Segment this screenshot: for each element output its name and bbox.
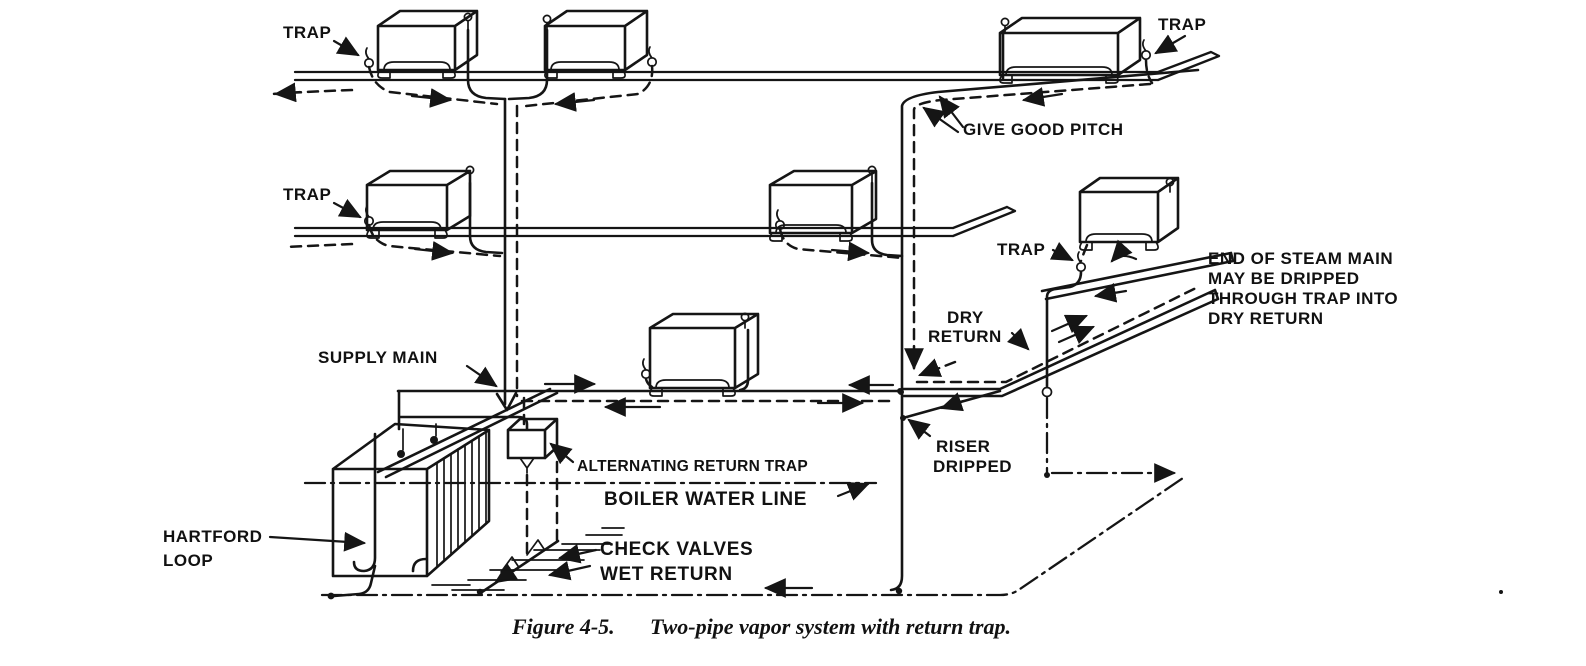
label-arrow — [1154, 34, 1187, 55]
radiator — [998, 16, 1142, 84]
label-arrow — [557, 544, 598, 564]
label-arrow — [547, 560, 592, 581]
supply-main-label: SUPPLY MAIN — [318, 348, 438, 367]
radiator-runout-pipe — [644, 328, 750, 392]
boiler-water-line-label: BOILER WATER LINE — [604, 489, 807, 510]
label-arrow — [907, 418, 932, 440]
end-of-main-drip-pipe — [1040, 239, 1235, 483]
give-good-pitch-label: GIVE GOOD PITCH — [963, 120, 1124, 139]
caption-figure-number: Figure 4-5. — [511, 614, 615, 639]
radiator — [648, 312, 760, 397]
dry-return-pipe — [898, 282, 1220, 421]
dry-return-label: RETURN — [928, 327, 1002, 346]
end-of-steam-main-note: END OF STEAM MAIN — [1208, 249, 1393, 268]
end-of-steam-main-note: MAY BE DRIPPED — [1208, 269, 1360, 288]
end-of-steam-main-note: DRY RETURN — [1208, 309, 1324, 328]
scan-speck — [1499, 590, 1503, 594]
label-arrow — [1049, 242, 1074, 262]
caption: Figure 4-5. Two-pipe vapor system with r… — [511, 614, 1011, 639]
trap-label: TRAP — [283, 185, 331, 204]
wet-return-label: WET RETURN — [600, 564, 733, 585]
riser-pipe — [283, 181, 905, 262]
riser-dripped-label: DRIPPED — [933, 457, 1012, 476]
trap-label: TRAP — [997, 240, 1045, 259]
label-arrow — [922, 106, 960, 134]
hartford-loop-label: LOOP — [163, 551, 213, 570]
label-arrow — [332, 36, 360, 57]
label-arrow — [465, 364, 498, 388]
riser-dripped-label: RISER — [936, 437, 990, 456]
label-arrow — [938, 95, 965, 129]
label-arrow — [332, 198, 362, 219]
ground-shadow-hatch — [431, 527, 625, 591]
dry-return-label: DRY — [947, 308, 984, 327]
label-arrow — [1006, 327, 1030, 351]
end-of-steam-main-note: THROUGH TRAP INTO — [1208, 289, 1398, 308]
trap-label: TRAP — [1158, 15, 1206, 34]
caption-title: Two-pipe vapor system with return trap. — [650, 614, 1011, 639]
wet-return-pipe — [320, 474, 1188, 598]
alternating-return-trap — [506, 417, 559, 560]
supply-main-pipe — [396, 374, 903, 417]
labels: TRAP TRAP TRAP TRAP GIVE GOOD PITCH DRY … — [163, 15, 1398, 585]
check-valves-label: CHECK VALVES — [600, 539, 753, 560]
hartford-loop-label: HARTFORD — [163, 527, 262, 546]
radiator — [1078, 176, 1180, 251]
radiator — [376, 9, 479, 79]
hartford-loop-pipe — [327, 432, 428, 600]
radiator — [768, 169, 878, 242]
boiler-water-line — [303, 481, 878, 501]
boiler — [331, 422, 625, 591]
trap-label: TRAP — [283, 23, 331, 42]
label-arrow — [268, 531, 367, 552]
label-arrow — [549, 442, 575, 465]
riser-pipe — [270, 28, 654, 412]
radiator — [543, 9, 649, 79]
check-valve-symbol — [476, 539, 560, 596]
alternating-return-trap-label: ALTERNATING RETURN TRAP — [577, 458, 808, 475]
floor-lines — [293, 50, 1221, 238]
